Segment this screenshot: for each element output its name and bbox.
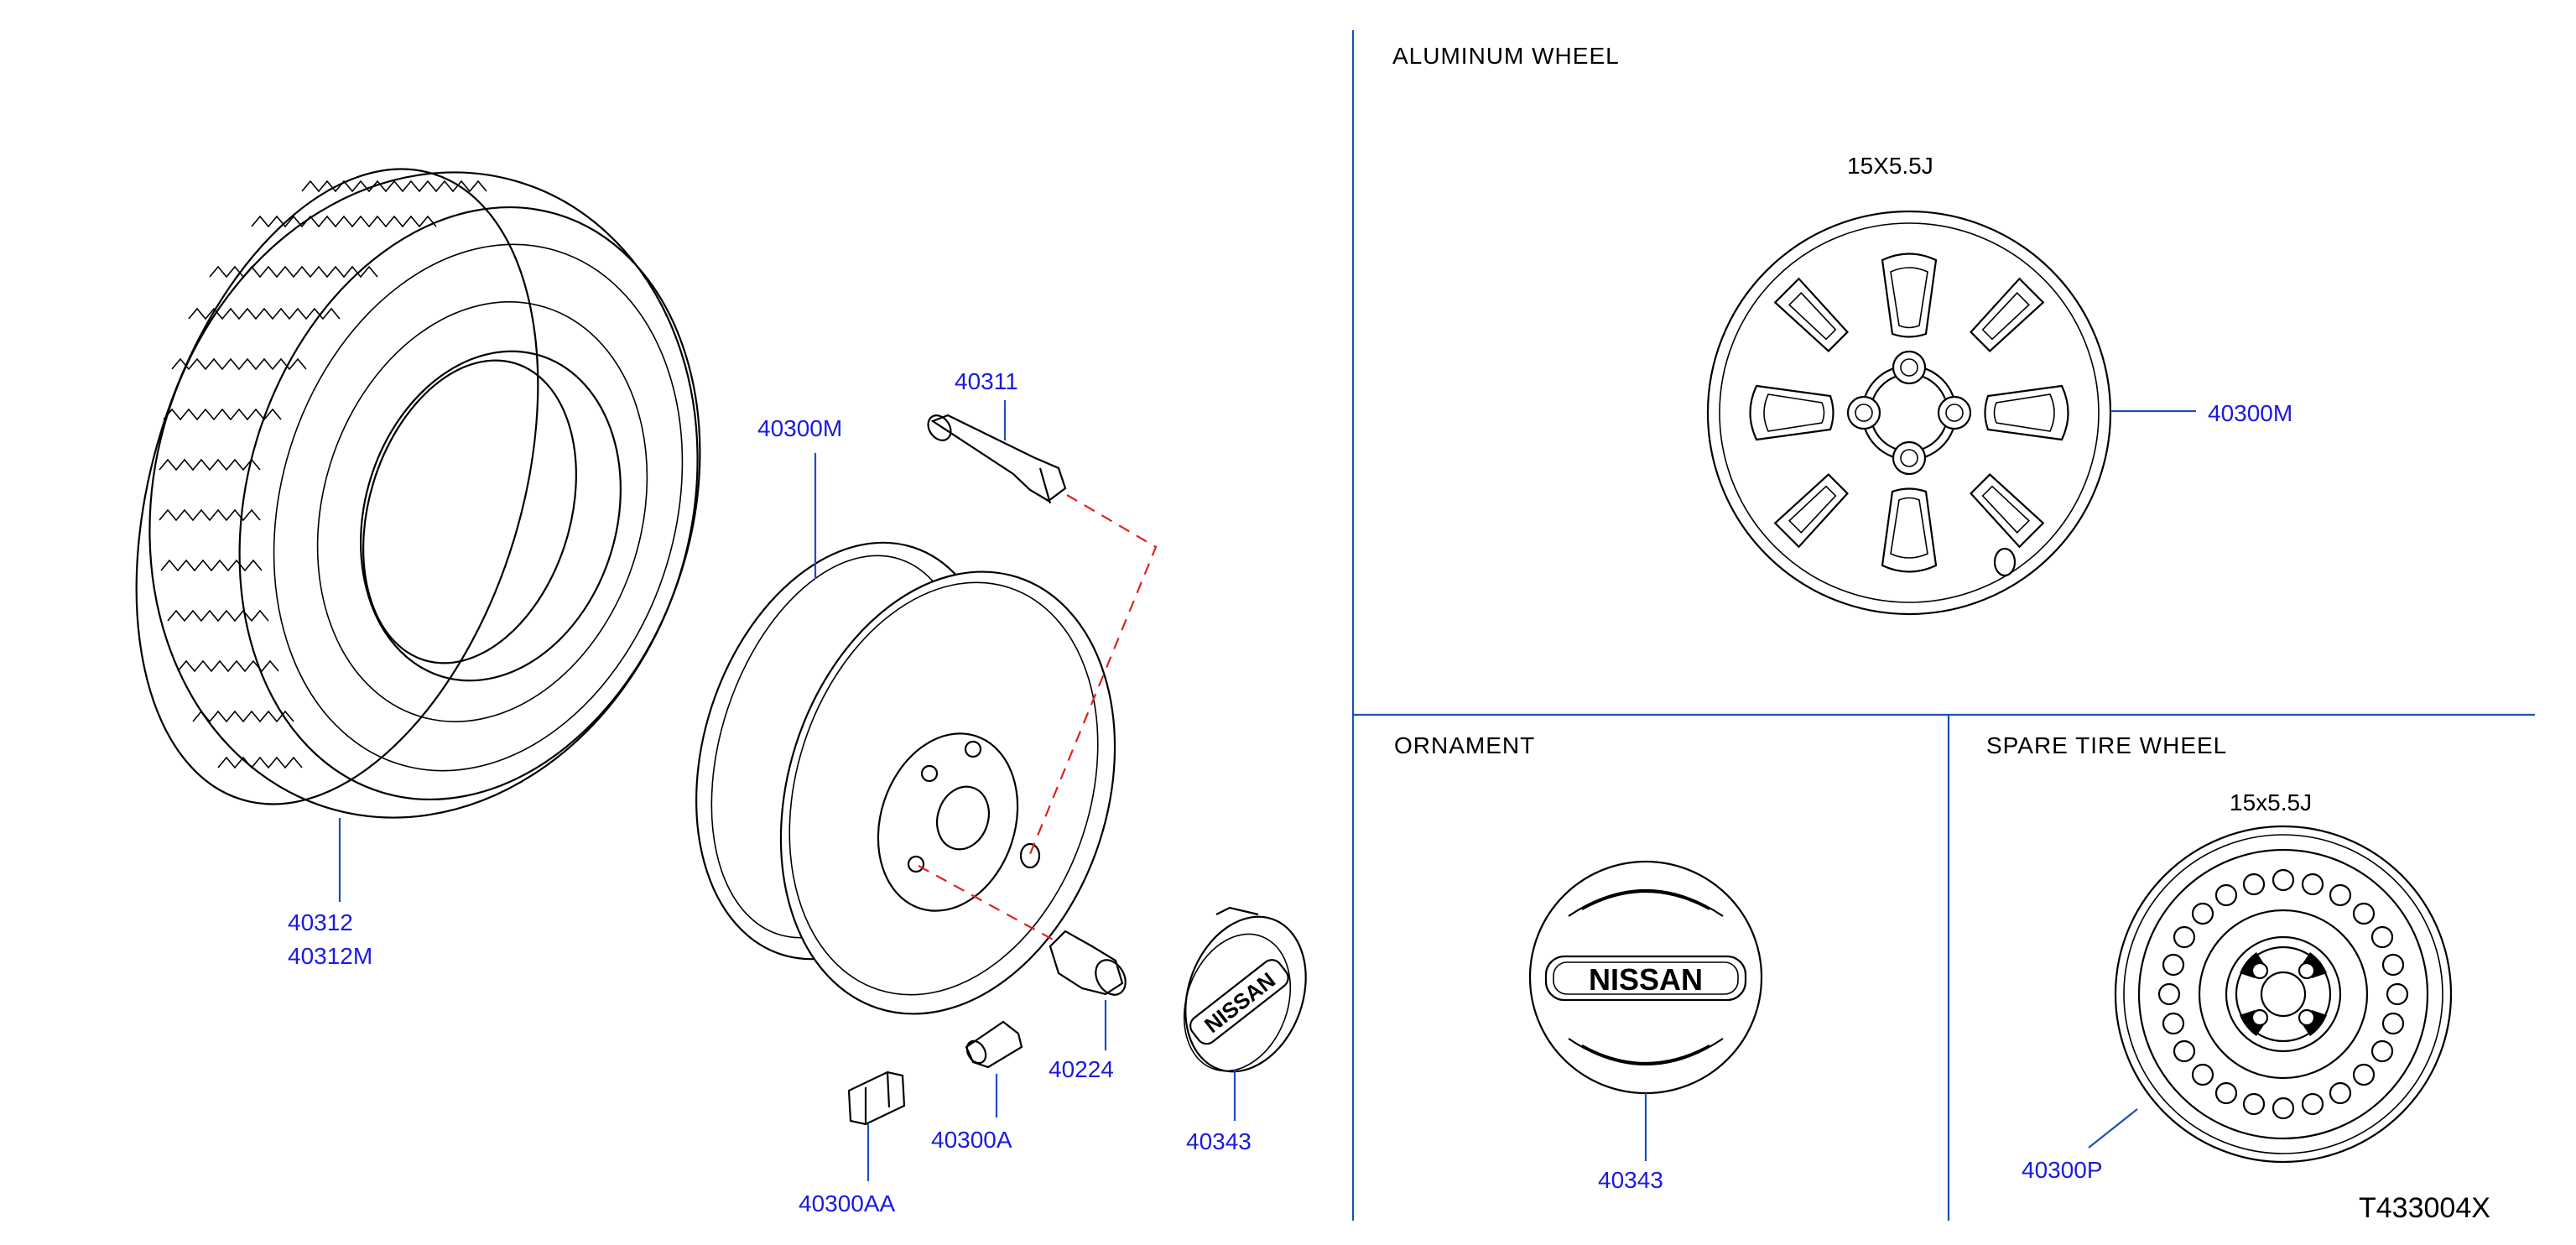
part-number-40300a[interactable]: 40300A	[931, 1127, 1012, 1153]
tire-tread-pattern	[159, 180, 487, 769]
section-title-spare-tire-wheel: SPARE TIRE WHEEL	[1986, 732, 2227, 758]
wheel-illustration[interactable]	[646, 453, 1170, 1057]
aluminum-wheel-size: 15X5.5J	[1847, 153, 1933, 179]
part-number-40312m[interactable]: 40312M	[288, 943, 372, 969]
aluminum-wheel-illustration[interactable]	[1706, 210, 2196, 616]
ornament-large-illustration[interactable]: NISSAN	[1528, 860, 1763, 1161]
part-number-40300m-steel[interactable]: 40300M	[757, 415, 842, 441]
balance-weight-a-illustration[interactable]	[963, 1020, 1023, 1117]
ornament-large-logo: NISSAN	[1589, 962, 1703, 997]
wheel-nut-illustration[interactable]	[1049, 930, 1132, 1050]
aluminum-wheel-spoke-openings	[1749, 253, 2069, 573]
panel-dividers	[1351, 30, 2535, 1221]
part-number-40343-large[interactable]: 40343	[1598, 1167, 1663, 1193]
part-number-40312[interactable]: 40312	[288, 909, 353, 935]
section-title-aluminum-wheel: ALUMINUM WHEEL	[1392, 43, 1620, 69]
diagram-reference-code: T433004X	[2359, 1192, 2490, 1224]
spare-wheel-size: 15x5.5J	[2230, 789, 2312, 815]
section-title-ornament: ORNAMENT	[1394, 732, 1535, 758]
assembly-guide-lines	[918, 494, 1158, 947]
part-number-40343-small[interactable]: 40343	[1186, 1128, 1252, 1154]
valve-illustration[interactable]	[924, 400, 1067, 504]
ornament-small-illustration[interactable]: NISSAN	[1165, 899, 1327, 1121]
tire-illustration[interactable]	[65, 103, 776, 902]
spare-wheel-illustration[interactable]	[2088, 825, 2453, 1164]
part-number-40300aa[interactable]: 40300AA	[799, 1190, 896, 1216]
part-number-40224[interactable]: 40224	[1049, 1056, 1114, 1082]
part-number-40300p[interactable]: 40300P	[2022, 1157, 2103, 1183]
balance-weight-aa-illustration[interactable]	[847, 1070, 906, 1181]
part-number-40300m-aluminum[interactable]: 40300M	[2208, 400, 2292, 426]
spare-wheel-vent-holes	[2157, 868, 2409, 1120]
part-number-40311[interactable]: 40311	[955, 368, 1018, 394]
